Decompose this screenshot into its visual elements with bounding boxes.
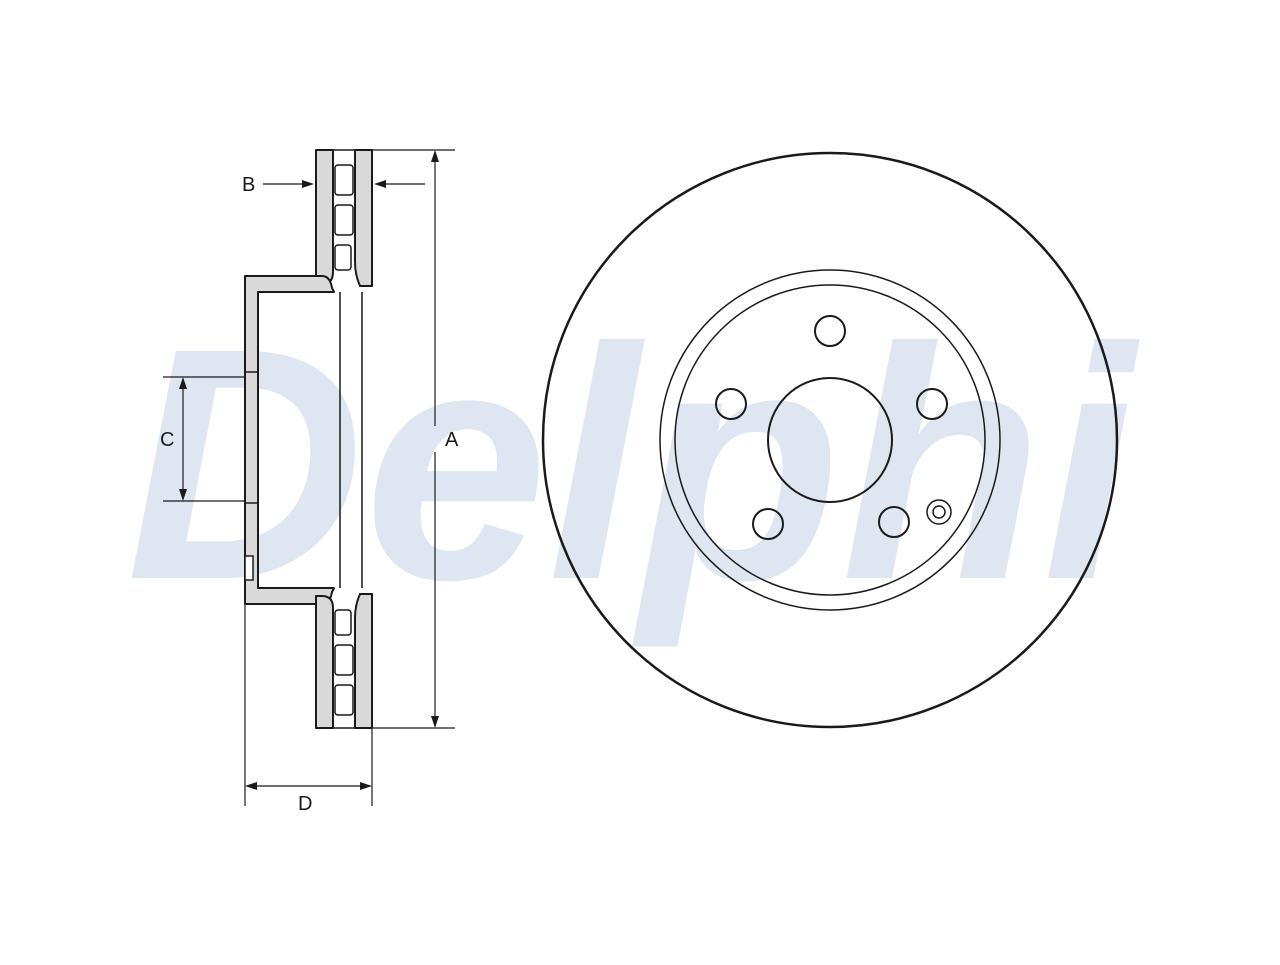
disc-outer-edge bbox=[541, 151, 1119, 729]
locating-screw-hole bbox=[926, 499, 952, 525]
dimension-lines bbox=[163, 149, 455, 806]
bolt-hole bbox=[814, 315, 846, 347]
friction-ring-inner-edge bbox=[659, 269, 1001, 611]
dimension-label-c: C bbox=[160, 429, 174, 451]
hat-outer-edge bbox=[674, 284, 986, 596]
bolt-hole bbox=[752, 508, 784, 540]
dimension-label-a: A bbox=[445, 429, 459, 451]
dimension-labels: A B C D bbox=[160, 174, 459, 815]
side-section-view bbox=[244, 149, 373, 729]
lower-inner-cheek bbox=[354, 593, 373, 729]
upper-inner-cheek bbox=[354, 149, 373, 287]
dimension-label-b: B bbox=[242, 174, 255, 196]
dimension-label-d: D bbox=[298, 793, 312, 815]
lower-outer-cheek bbox=[315, 595, 334, 729]
hub-detail bbox=[244, 371, 258, 581]
bolt-holes bbox=[715, 315, 948, 540]
cooling-vanes bbox=[333, 149, 363, 729]
center-bore bbox=[767, 377, 893, 503]
bolt-hole bbox=[715, 388, 747, 420]
arrowheads bbox=[179, 150, 439, 790]
upper-outer-cheek bbox=[315, 149, 334, 285]
front-view bbox=[541, 151, 1119, 729]
bolt-hole bbox=[916, 388, 948, 420]
bolt-hole bbox=[878, 506, 910, 538]
